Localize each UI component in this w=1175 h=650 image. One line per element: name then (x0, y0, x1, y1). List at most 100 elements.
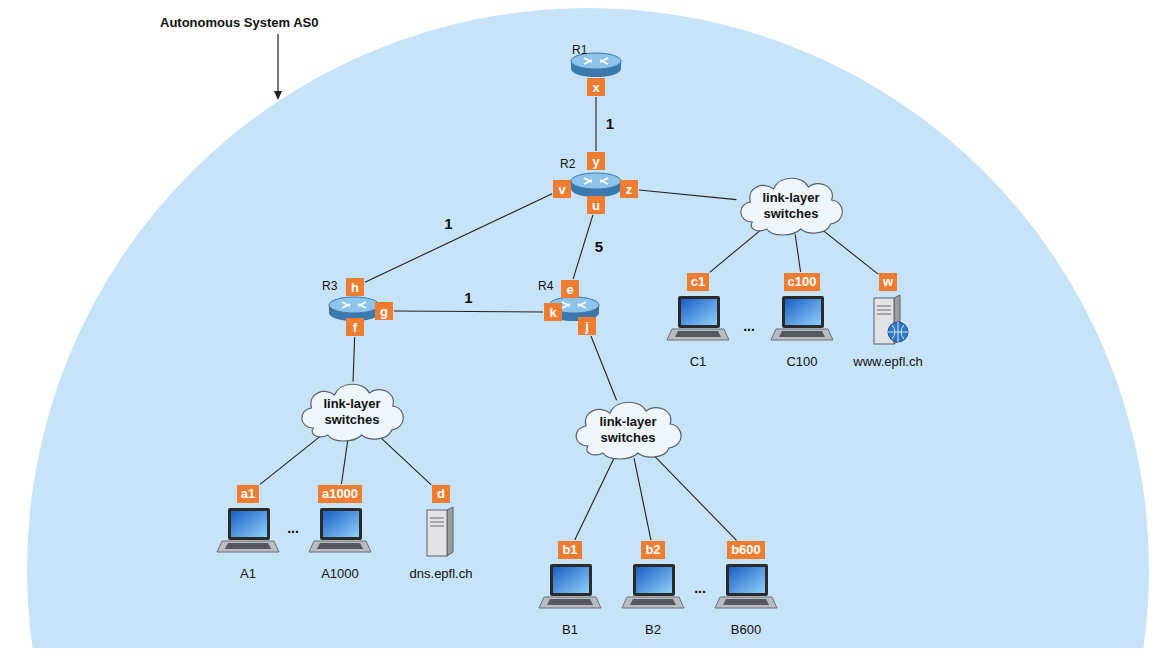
cloud-label: link-layer switches (599, 414, 656, 445)
interface-name: f (353, 320, 357, 335)
host-address-row: a1000 (300, 484, 380, 503)
router-label: R4 (538, 279, 553, 293)
link-line (654, 455, 737, 540)
router: R4 ek j (536, 272, 616, 338)
laptop-icon (538, 562, 602, 612)
host-address-row: b1 (532, 540, 608, 559)
laptop-icon (714, 562, 778, 612)
interface-name: b1 (558, 541, 581, 559)
laptop-icon (666, 294, 730, 344)
interface-name: y (592, 154, 599, 169)
cloud-outline (568, 396, 688, 462)
link-line (394, 311, 543, 313)
link-line (365, 194, 552, 283)
link-line (822, 229, 878, 274)
laptop-base (771, 329, 833, 340)
pointer-arrowhead (274, 91, 282, 100)
laptop-icon (770, 294, 834, 344)
link-line (260, 435, 321, 484)
server-side (447, 507, 453, 556)
link-cost-text: 1 (444, 215, 452, 232)
switch-cloud: link-layer switches (568, 396, 688, 462)
laptop-base (309, 541, 371, 552)
laptop-lid (782, 296, 824, 328)
host-address-row: d (396, 484, 486, 503)
host-name-row: dns.epfl.ch (396, 564, 486, 582)
interface-name: b600 (727, 541, 765, 559)
globe-lines (888, 322, 908, 342)
interface-box: f (346, 318, 364, 336)
laptop-keys (225, 543, 271, 549)
laptop-keys (723, 599, 769, 605)
interface-box: z (620, 180, 638, 198)
interface-name: a1 (237, 485, 259, 503)
link-line (353, 337, 355, 382)
router-arrows (584, 178, 608, 184)
laptop-keys (675, 331, 721, 337)
laptop-lid (678, 296, 720, 328)
router-label: R1 (572, 43, 587, 57)
laptop-host: b1B1 (532, 540, 608, 640)
laptop-screen (681, 299, 717, 325)
interface-name: b2 (641, 541, 664, 559)
interface-name: h (351, 280, 359, 295)
link-line (710, 230, 762, 273)
link-cost-text: 1 (464, 289, 472, 306)
router-label: R3 (322, 279, 337, 293)
link-cost-text: 5 (595, 238, 603, 255)
router: R2yvzu (550, 150, 640, 216)
interface-name: d (432, 485, 450, 503)
laptop-icon (621, 562, 685, 612)
link-cost: 1 (606, 115, 614, 133)
link-cost: 5 (595, 238, 603, 256)
router-arrows (342, 302, 366, 308)
host-address-row: w (840, 272, 936, 291)
laptop-lid (726, 564, 768, 596)
interface-name: x (592, 80, 599, 95)
router-icon (570, 172, 622, 198)
host-address-row: a1 (210, 484, 286, 503)
globe (888, 322, 908, 342)
host-name-row: B600 (708, 620, 784, 638)
host-address-row: b600 (708, 540, 784, 559)
host-name: A1 (240, 566, 256, 581)
cloud-label: link-layer switches (762, 190, 819, 221)
laptop-lid (550, 564, 592, 596)
server-front (427, 510, 447, 556)
pointer-arrow (277, 34, 278, 92)
laptop-base (622, 597, 684, 608)
laptop-keys (317, 543, 363, 549)
cloud-text: link-layer switches (312, 395, 392, 427)
laptop-lid (633, 564, 675, 596)
link-line (639, 190, 736, 200)
interface-name: z (626, 182, 633, 197)
dns-server: d dns.epfl.ch (396, 484, 486, 584)
host-name: www.epfl.ch (853, 354, 922, 369)
cloud-text: link-layer switches (751, 189, 831, 221)
router: R3hgf (318, 272, 396, 338)
host-name-row: B1 (532, 620, 608, 638)
router: R1 x (560, 38, 630, 98)
interface-name: a1000 (318, 485, 362, 503)
interface-box: e (561, 280, 579, 298)
cloud-shape (302, 384, 404, 441)
link-line (795, 234, 800, 272)
host-name: B1 (562, 622, 578, 637)
web-server: w www.epfl.ch (840, 272, 936, 372)
interface-name: j (585, 319, 589, 334)
host-name-row: C1 (660, 352, 736, 370)
laptop-icon (216, 506, 280, 556)
laptop-host: a1000A1000 (300, 484, 380, 584)
host-name-row: www.epfl.ch (840, 352, 936, 370)
ellipsis-label: ... (694, 579, 706, 597)
laptop-keys (630, 599, 676, 605)
interface-name: u (592, 198, 600, 213)
interface-name: k (549, 305, 556, 320)
host-name: dns.epfl.ch (410, 566, 473, 581)
host-name-row: A1000 (300, 564, 380, 582)
region-title: Autonomous System AS0 (160, 13, 318, 31)
laptop-base (667, 329, 729, 340)
interface-name: c1 (687, 273, 709, 291)
switch-cloud: link-layer switches (733, 172, 849, 238)
